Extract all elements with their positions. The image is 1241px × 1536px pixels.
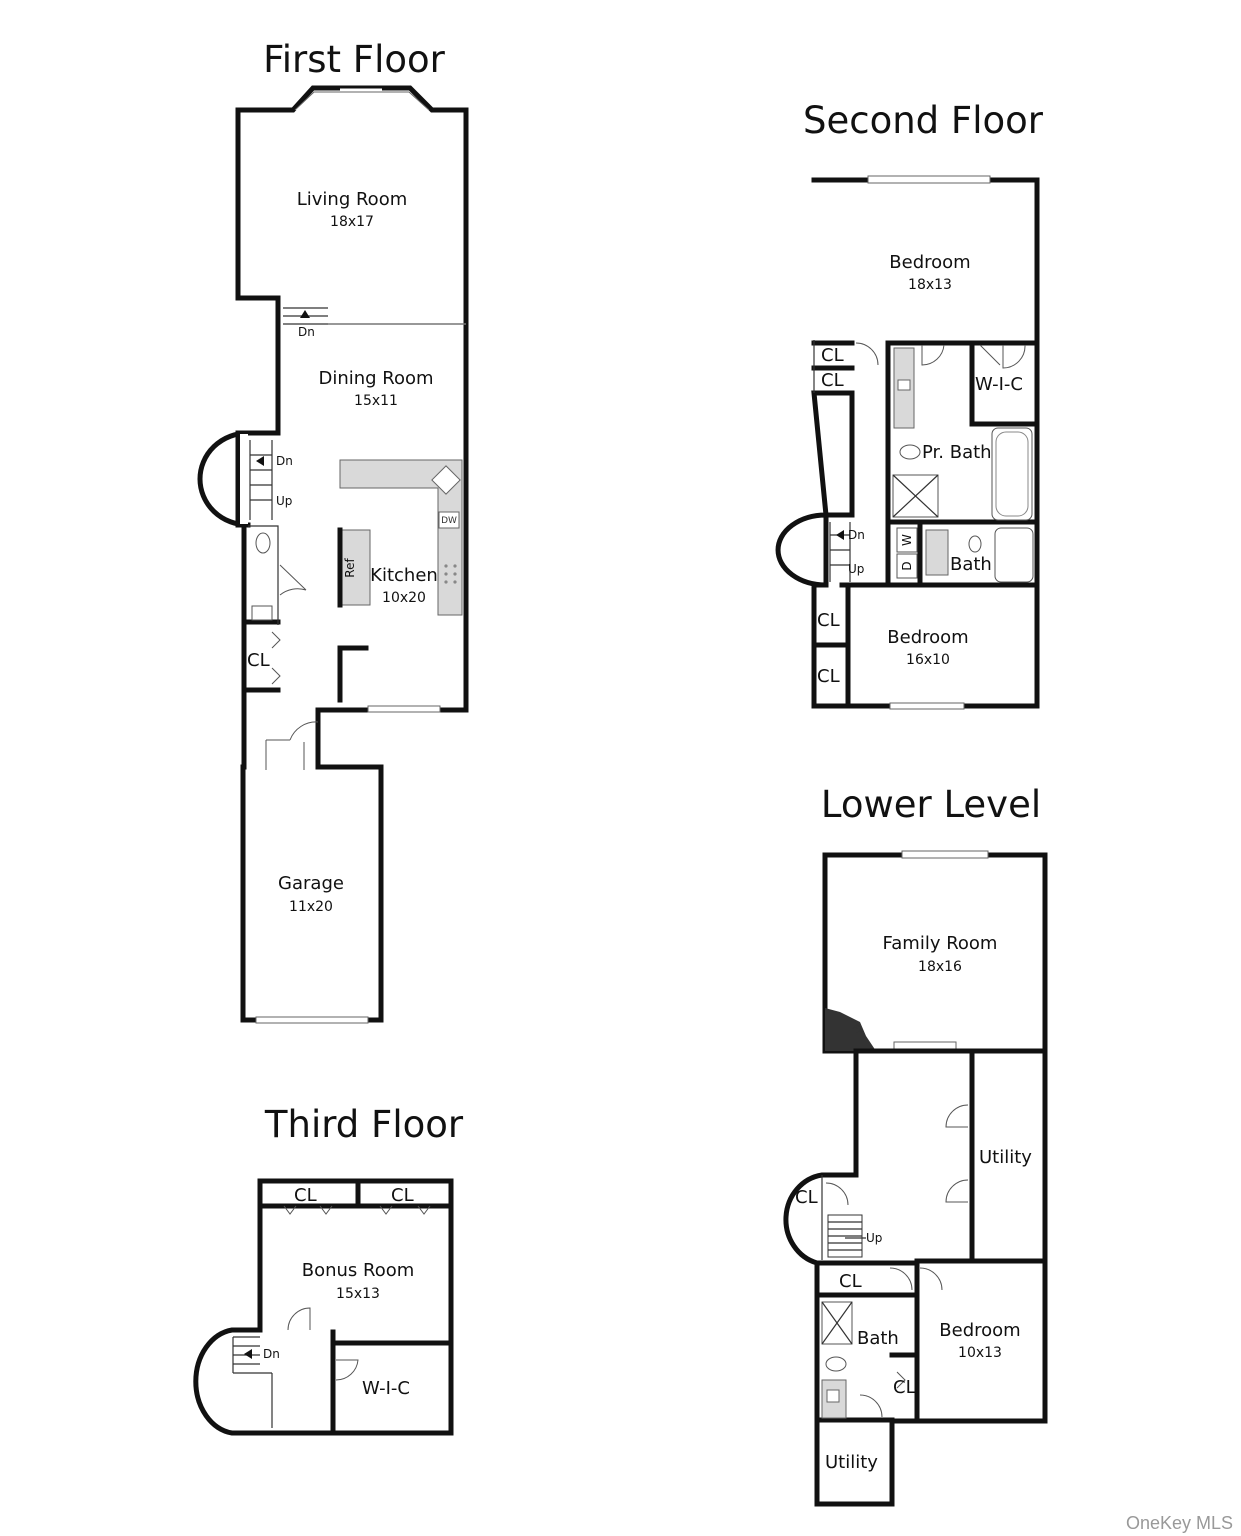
second-bedroom-top-name: Bedroom [889,252,970,273]
lower-cl-2: CL [839,1271,862,1292]
lower-bedroom-dim: 10x13 [958,1345,1002,1361]
bonus-room-name: Bonus Room [302,1260,415,1281]
third-stairs: Dn [232,1336,280,1374]
kitchen-name: Kitchen [370,565,438,586]
second-pr-bath: Pr. Bath [922,442,992,463]
dining-room-dim: 15x11 [354,393,398,409]
bathtub [991,427,1033,521]
dryer-label: D [900,561,914,570]
first-stairs: Dn Up [249,440,293,520]
garage-dim: 11x20 [289,899,333,915]
first-stair-dn: Dn [276,454,293,468]
bath-toilet-icon [968,535,982,553]
watermark: OneKey MLS [1126,1513,1233,1533]
lower-level-walls [783,852,1048,1507]
third-interior-walls [257,1178,454,1436]
lower-interior-walls [814,1048,1048,1424]
first-stair-up: Up [276,494,292,508]
garage-door [255,1016,369,1024]
kitchen-sink [431,465,461,495]
lower-toilet-icon [825,1356,847,1372]
pr-bath-toilet-icon [899,444,921,460]
second-floor: Second Floor W D Dn [775,99,1044,710]
third-floor-title: Third Floor [264,1103,464,1146]
second-floor-walls [775,177,1040,709]
lower-bath: Bath [857,1328,899,1349]
washer [896,527,918,553]
second-stair-up: Up [848,562,864,576]
fireplace [825,1008,876,1051]
first-floor-title: First Floor [263,38,445,81]
second-floor-title: Second Floor [803,99,1044,142]
second-wic: W-I-C [975,374,1023,395]
dining-room-name: Dining Room [318,368,433,389]
sink-icon [251,605,273,621]
garage-name: Garage [278,873,344,894]
living-room-dim: 18x17 [330,214,374,230]
kitchen-window [367,705,441,713]
second-cl-4: CL [817,666,840,687]
bath-sink [925,529,949,576]
lower-utility-right: Utility [979,1147,1032,1168]
first-floor: First Floor Dn Up Dn [197,38,469,1024]
ref-label: Ref [343,558,357,578]
first-cl: CL [247,650,270,671]
second-bottom-window [889,702,965,710]
second-cl-2: CL [821,370,844,391]
second-cl-1: CL [821,345,844,366]
third-stair-dn: Dn [263,1347,280,1361]
lower-level-title: Lower Level [821,783,1041,826]
stove [444,564,457,584]
first-steps-top: Dn [283,307,328,339]
family-room-window [901,850,989,859]
third-cl-1: CL [294,1185,317,1206]
third-cl-2: CL [391,1185,414,1206]
toilet-icon [255,532,271,554]
third-wic: W-I-C [362,1378,410,1399]
lower-cl-3: CL [893,1377,916,1398]
third-floor: Third Floor Dn CL CL Bonus Room 15x13 W-… [193,1103,464,1436]
family-room-dim: 18x16 [918,959,962,975]
second-top-window [867,175,991,184]
family-room-name: Family Room [883,933,998,954]
first-steps-dn: Dn [298,325,315,339]
bay-window [294,91,430,111]
dw-label: DW [441,516,457,526]
lower-stairs: Up [827,1214,882,1258]
dryer [896,553,918,579]
bonus-room-dim: 15x13 [336,1286,380,1302]
first-interior-walls [245,619,369,703]
second-bedroom-top-dim: 18x13 [908,277,952,293]
lower-utility-bottom: Utility [825,1452,878,1473]
lower-level: Lower Level FP Up Family Room 18x16 [783,783,1048,1507]
first-stair-bump [197,430,251,528]
third-floor-walls [193,1178,454,1436]
washer-label: W [900,534,914,546]
second-cl-3: CL [817,610,840,631]
lower-bedroom-name: Bedroom [939,1320,1020,1341]
second-bath: Bath [950,554,992,575]
bath-tub-2 [994,527,1034,583]
second-stair-dn: Dn [848,528,865,542]
second-bedroom-bottom-dim: 16x10 [906,652,950,668]
lower-stair-up: Up [866,1231,882,1245]
kitchen-dim: 10x20 [382,590,426,606]
lower-cl-1: CL [795,1187,818,1208]
second-interior-walls [811,340,1040,709]
living-room-name: Living Room [297,189,408,210]
first-floor-walls [235,85,469,1023]
second-stairs: Dn Up [829,522,865,582]
second-bedroom-bottom-name: Bedroom [887,627,968,648]
